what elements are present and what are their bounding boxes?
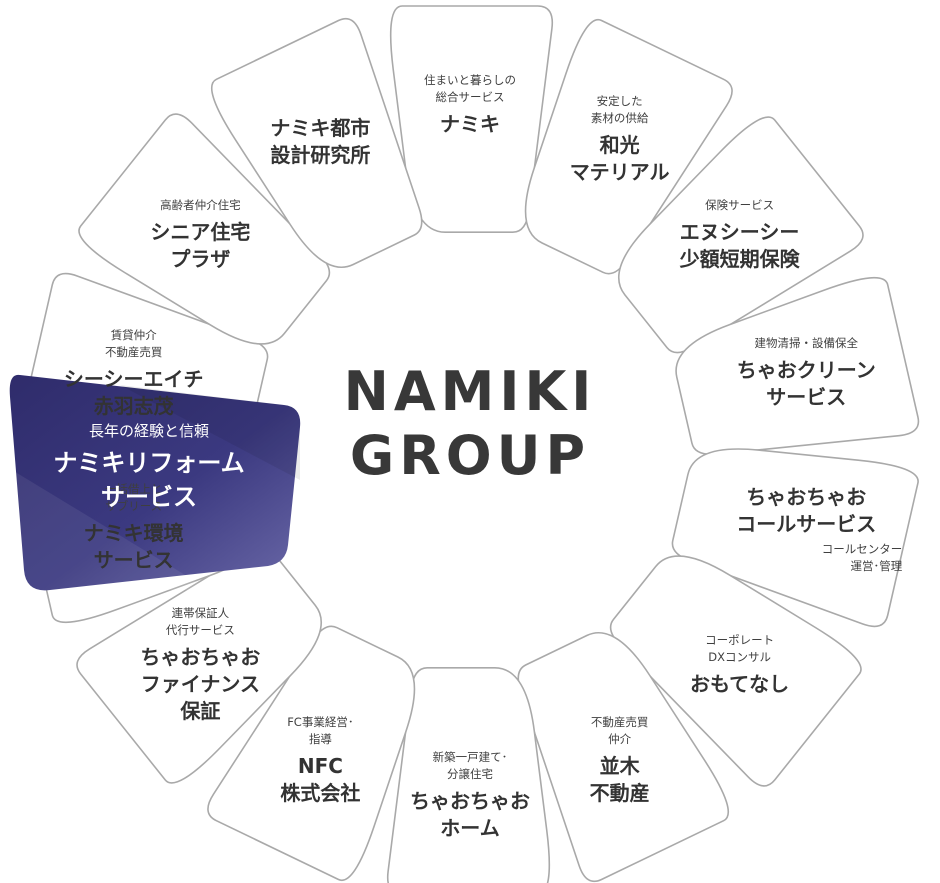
company-subtitle: 一括借上と サブリース — [104, 481, 163, 513]
petal-chao-clean — [675, 276, 920, 456]
company-name: ちゃおちゃお コールサービス — [736, 485, 877, 536]
petal-nfc — [207, 625, 416, 882]
company-chaochao-finance: 連帯保証人 代行サービスちゃおちゃお ファイナンス 保証 — [80, 605, 320, 725]
featured-company: 長年の経験と信頼 ナミキリフォーム サービス — [24, 420, 274, 514]
company-subtitle: 不動産売買 仲介 — [590, 715, 649, 747]
company-subtitle: 保険サービス — [705, 197, 775, 212]
company-name: シニア住宅 プラザ — [150, 219, 251, 271]
company-name: シーシーエイチ 赤羽志茂 — [63, 366, 204, 418]
company-name: ちゃおちゃお ファイナンス 保証 — [140, 645, 261, 724]
company-namiki: 住まいと暮らしの 総合サービスナミキ — [350, 72, 590, 138]
company-name: ちゃおクリーン サービス — [736, 358, 876, 409]
company-name: 並木 不動産 — [589, 754, 650, 806]
petal-encc-insurance — [617, 116, 864, 354]
petal-wako-material — [524, 18, 733, 275]
company-name: ナミキ — [440, 112, 500, 136]
company-subtitle: FC事業経営･ 指導 — [287, 715, 354, 747]
company-subtitle: 高齢者仲介住宅 — [160, 197, 241, 212]
company-chaochao-home: 新築一戸建て･ 分譲住宅ちゃおちゃお ホーム — [350, 749, 590, 842]
company-subtitle: 安定した 素材の供給 — [590, 93, 649, 125]
company-subtitle: 建物清掃・設備保全 — [754, 336, 859, 350]
company-name: ナミキ環境 サービス — [83, 520, 184, 572]
featured-subtitle: 長年の経験と信頼 — [88, 422, 209, 440]
company-chaochao-call: ちゃおちゃお コールサービスコールセンター 運営･管理 — [686, 479, 926, 575]
featured-name: ナミキリフォーム サービス — [53, 449, 245, 511]
petal-namiki — [389, 5, 554, 233]
company-subtitle: コーポレート DXコンサル — [705, 633, 775, 665]
petal-omotenashi — [609, 555, 862, 787]
petal-namiki-fudosan — [517, 631, 730, 883]
company-namiki-kankyo: 一括借上と サブリースナミキ環境 サービス — [14, 481, 254, 574]
company-subtitle: 賃貸仲介 不動産売買 — [104, 327, 163, 359]
company-subtitle: 連帯保証人 代行サービス — [165, 606, 235, 638]
company-omotenashi: コーポレート DXコンサルおもてなし — [620, 632, 860, 698]
group-title: NAMIKI GROUP — [343, 360, 597, 487]
company-name: おもてなし — [689, 672, 790, 697]
company-encc-insurance: 保険サービスエヌシーシー 少額短期保険 — [620, 197, 860, 273]
company-name: NFC 株式会社 — [280, 754, 361, 806]
company-name: ナミキ都市 設計研究所 — [270, 115, 371, 167]
company-chao-clean: 建物清掃・設備保全ちゃおクリーン サービス — [686, 335, 926, 411]
featured-petal — [9, 374, 301, 591]
company-note: コールセンター 運営･管理 — [821, 542, 903, 573]
company-nfc: FC事業経営･ 指導 NFC 株式会社 — [200, 714, 440, 807]
petal-namiki-toshi — [210, 17, 423, 269]
company-name: ちゃおちゃお ホーム — [410, 788, 530, 840]
petal-chaochao-call — [671, 448, 919, 628]
petal-chaochao-finance — [76, 546, 323, 784]
petal-chaochao-home — [386, 667, 551, 883]
company-name: エヌシーシー 少額短期保険 — [679, 219, 800, 271]
company-namiki-fudosan: 不動産売買 仲介並木 不動産 — [500, 714, 740, 807]
company-subtitle: 新築一戸建て･ 分譲住宅 — [432, 749, 508, 781]
company-subtitle: 住まいと暮らしの 総合サービス — [424, 73, 516, 104]
petal-senior-plaza — [78, 113, 331, 345]
company-senior-plaza: 高齢者仲介住宅シニア住宅 プラザ — [80, 197, 320, 273]
company-namiki-toshi: ナミキ都市 設計研究所 — [200, 110, 440, 169]
company-cch-akabane: 賃貸仲介 不動産売買シーシーエイチ 赤羽志茂 — [14, 327, 254, 420]
company-wako-material: 安定した 素材の供給和光 マテリアル — [500, 93, 740, 186]
company-name: 和光 マテリアル — [569, 132, 670, 184]
